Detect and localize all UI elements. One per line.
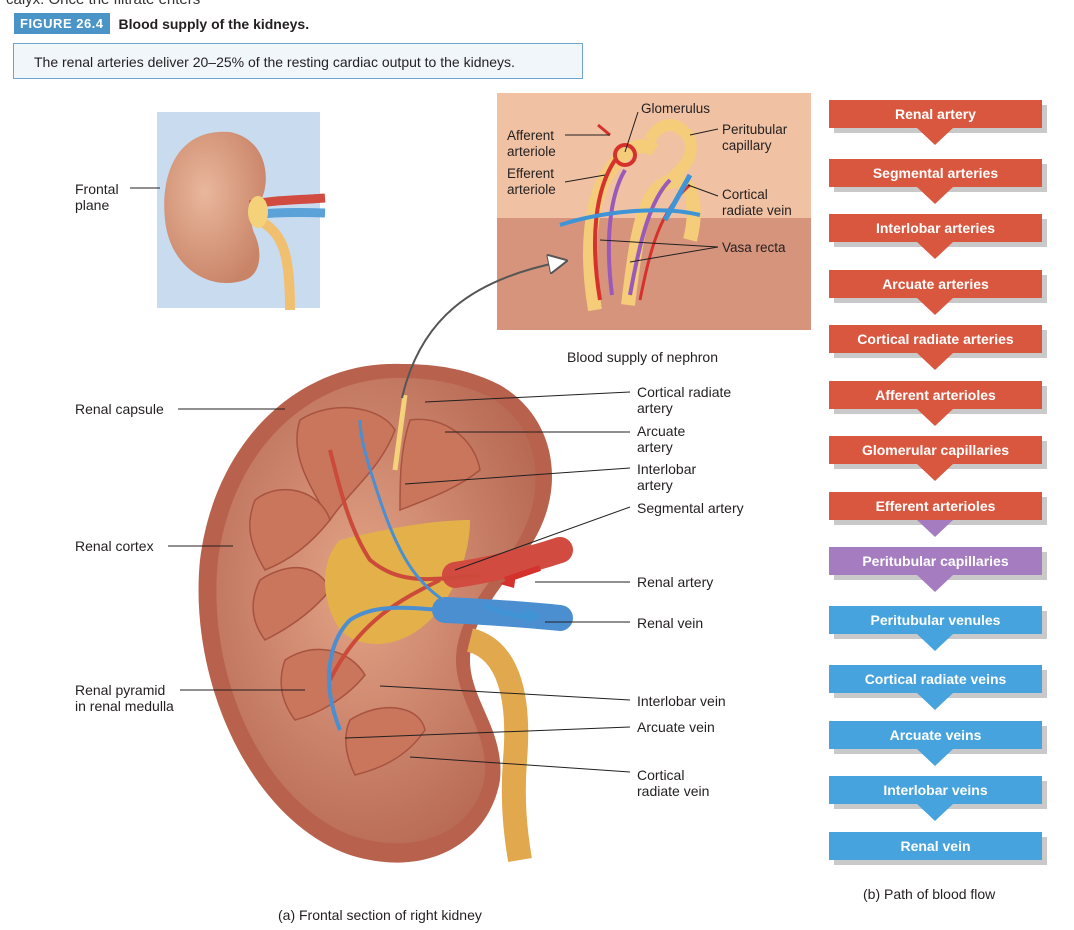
label-interlobar-artery: Interlobar artery xyxy=(637,461,697,493)
label-afferent-arteriole: Afferent arteriole xyxy=(507,128,556,159)
label-peritubular-capillary: Peritubular capillary xyxy=(722,122,788,153)
figure-summary: The renal arteries deliver 20–25% of the… xyxy=(34,54,515,70)
flow-step: Afferent arterioles xyxy=(829,381,1042,409)
flow-arrow xyxy=(917,804,953,821)
flow-arrow xyxy=(917,575,953,592)
flow-step: Efferent arterioles xyxy=(829,492,1042,520)
flow-step: Arcuate veins xyxy=(829,721,1042,749)
label-efferent-arteriole: Efferent arteriole xyxy=(507,166,556,197)
caption-b: (b) Path of blood flow xyxy=(863,886,996,902)
figure-tag: FIGURE 26.4 xyxy=(14,13,110,34)
flow-arrow xyxy=(917,187,953,204)
flow-step: Peritubular venules xyxy=(829,606,1042,634)
flow-arrow xyxy=(917,634,953,651)
flow-step: Glomerular capillaries xyxy=(829,436,1042,464)
flow-step-label: Renal artery xyxy=(895,106,976,122)
flow-step-label: Segmental arteries xyxy=(872,165,999,181)
kidney-cross-section xyxy=(198,363,573,863)
label-renal-cortex: Renal cortex xyxy=(75,538,154,554)
label-arcuate-vein: Arcuate vein xyxy=(637,719,715,735)
label-vasa-recta: Vasa recta xyxy=(722,240,786,255)
figure-title: Blood supply of the kidneys. xyxy=(118,15,310,32)
caption-a: (a) Frontal section of right kidney xyxy=(278,907,482,923)
flow-arrow xyxy=(917,128,953,145)
preceding-text-fragment: calyx. Once the filtrate enters xyxy=(6,0,200,8)
flow-arrow xyxy=(917,353,953,370)
label-segmental-artery: Segmental artery xyxy=(637,500,744,516)
flow-arrow xyxy=(917,242,953,259)
flow-step-label: Interlobar veins xyxy=(883,782,988,798)
label-cortical-radiate-artery: Cortical radiate artery xyxy=(637,384,732,416)
flow-step-label: Arcuate arteries xyxy=(882,276,989,292)
flow-step: Interlobar arteries xyxy=(829,214,1042,242)
flow-step-label: Cortical radiate veins xyxy=(864,671,1007,687)
flow-arrow xyxy=(917,298,953,315)
nephron-caption: Blood supply of nephron xyxy=(567,349,718,365)
label-cortical-radiate-vein-nephron: Cortical radiate vein xyxy=(722,187,792,218)
flow-arrow xyxy=(917,409,953,426)
flow-step-label: Glomerular capillaries xyxy=(861,442,1010,458)
flow-arrow xyxy=(917,749,953,766)
flow-step: Segmental arteries xyxy=(829,159,1042,187)
flow-step: Cortical radiate arteries xyxy=(829,325,1042,353)
flow-arrow xyxy=(917,520,953,537)
nephron-inset xyxy=(497,93,811,330)
flow-step-label: Afferent arterioles xyxy=(875,387,996,403)
label-renal-vein: Renal vein xyxy=(637,615,704,631)
flow-step: Peritubular capillaries xyxy=(829,547,1042,575)
flow-step-label: Arcuate veins xyxy=(889,727,982,743)
small-kidney-inset xyxy=(157,112,326,311)
label-renal-capsule: Renal capsule xyxy=(75,401,164,417)
label-interlobar-vein: Interlobar vein xyxy=(637,693,726,709)
flow-step: Interlobar veins xyxy=(829,776,1042,804)
flow-step-label: Peritubular venules xyxy=(870,612,1001,628)
flow-step-label: Interlobar arteries xyxy=(875,220,996,236)
label-arcuate-artery: Arcuate artery xyxy=(637,423,686,455)
flow-step: Arcuate arteries xyxy=(829,270,1042,298)
label-glomerulus: Glomerulus xyxy=(641,101,711,116)
label-cortical-radiate-vein: Cortical radiate vein xyxy=(637,767,710,799)
label-renal-artery: Renal artery xyxy=(637,574,714,590)
flow-step: Renal artery xyxy=(829,100,1042,128)
figure-header: FIGURE 26.4 Blood supply of the kidneys. xyxy=(14,13,309,34)
kidney-illustration xyxy=(130,93,811,863)
flow-step-label: Efferent arterioles xyxy=(875,498,996,514)
flow-step-label: Cortical radiate arteries xyxy=(857,331,1014,347)
flow-step-label: Renal vein xyxy=(900,838,971,854)
flow-step-label: Peritubular capillaries xyxy=(862,553,1009,569)
label-renal-pyramid: Renal pyramid in renal medulla xyxy=(75,682,174,714)
label-frontal-plane: Frontal plane xyxy=(75,181,119,213)
figure-summary-box: The renal arteries deliver 20–25% of the… xyxy=(13,43,583,79)
flow-arrow xyxy=(917,464,953,481)
flow-step: Renal vein xyxy=(829,832,1042,860)
flow-arrow xyxy=(917,693,953,710)
flow-step: Cortical radiate veins xyxy=(829,665,1042,693)
